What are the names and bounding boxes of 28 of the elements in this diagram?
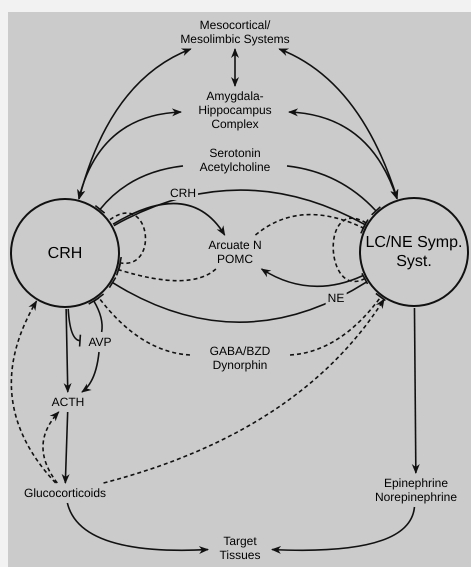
- node-label: GABA/BZD Dynorphin: [192, 343, 288, 373]
- arrow: [271, 506, 416, 554]
- arrow: [77, 108, 182, 200]
- node-label: Mesocortical/ Mesolimbic Systems: [169, 17, 301, 47]
- edge-label: CRH: [168, 186, 198, 200]
- arrow: [81, 352, 100, 393]
- node-label: Epinephrine Norepinephrine: [364, 475, 468, 505]
- arrow: [66, 502, 209, 554]
- node-label: Glucocorticoids: [15, 485, 115, 501]
- arrow: [278, 48, 398, 200]
- arrow: [64, 308, 72, 393]
- node-label: AVP: [82, 334, 118, 350]
- arrow: [78, 48, 192, 200]
- arrow: [412, 308, 420, 474]
- arrow: [231, 48, 239, 87]
- dashed-arrow: [42, 411, 60, 484]
- arrow: [62, 412, 70, 484]
- node-label: Serotonin Acetylcholine: [185, 145, 285, 175]
- arrow: [288, 108, 398, 200]
- arrow: [260, 268, 364, 288]
- node-label: ACTH: [46, 394, 90, 410]
- dashed-arrow: [103, 298, 385, 484]
- node-label: Target Tissues: [210, 533, 270, 563]
- node-label: Arcuate N POMC: [199, 237, 271, 267]
- node-label: Amygdala- Hippocampus Complex: [183, 88, 287, 132]
- arrow: [112, 202, 226, 236]
- dashed-arrow: [10, 300, 56, 484]
- edge-label: NE: [326, 291, 346, 305]
